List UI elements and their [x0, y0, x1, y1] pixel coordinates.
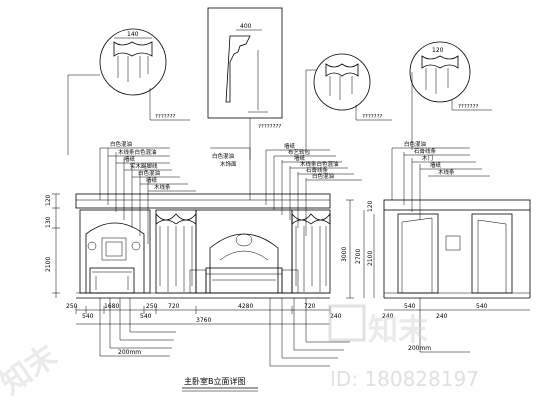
detail-note: ???????	[458, 104, 479, 110]
right-callouts: 白色混油 石膏线条 木门 墙纸 木线条	[391, 140, 490, 220]
svg-text:木线条白色混油: 木线条白色混油	[300, 160, 339, 168]
svg-text:石膏线条: 石膏线条	[414, 147, 437, 155]
svg-text:200mm: 200mm	[408, 345, 431, 352]
svg-text:白色混油: 白色混油	[312, 172, 335, 180]
svg-text:木线条白色混油: 木线条白色混油	[118, 148, 157, 156]
right-elevation	[383, 199, 531, 299]
svg-text:白色混油: 白色混油	[110, 140, 133, 148]
svg-text:主卧室B立面详图: 主卧室B立面详图	[184, 376, 246, 386]
drawing-title: 主卧室B立面详图	[182, 376, 258, 392]
svg-text:实木踢脚线: 实木踢脚线	[130, 162, 158, 170]
svg-text:墙纸: 墙纸	[124, 155, 136, 163]
svg-text:250: 250	[146, 303, 158, 310]
svg-text:120: 120	[367, 200, 374, 212]
svg-text:720: 720	[168, 303, 180, 310]
svg-text:墙纸: 墙纸	[284, 142, 296, 150]
svg-text:540: 540	[476, 303, 488, 310]
svg-text:1680: 1680	[104, 303, 119, 310]
detail-dim-text: 140	[127, 31, 139, 38]
svg-text:120: 120	[45, 194, 52, 206]
svg-text:知末: 知末	[0, 338, 64, 401]
svg-text:墙纸: 墙纸	[430, 161, 442, 169]
svg-text:布艺软包: 布艺软包	[288, 148, 311, 156]
svg-text:木饰面: 木饰面	[220, 160, 237, 168]
svg-text:250: 250	[66, 303, 78, 310]
svg-text:3000: 3000	[341, 247, 348, 262]
detail-crown-molding: 400 ????????	[207, 7, 283, 160]
detail-bubble-curtain-center: ???????	[305, 53, 392, 150]
svg-text:白色混油: 白色混油	[404, 140, 427, 148]
svg-text:720: 720	[304, 303, 316, 310]
svg-text:3760: 3760	[196, 317, 211, 324]
svg-text:2700: 2700	[355, 249, 362, 264]
watermark-logo-text: 知末	[368, 313, 428, 348]
detail-dim-text: 400	[240, 23, 252, 30]
horizontal-dimensions: 250 540 1680 540 250 720 4280 720 240 24…	[66, 303, 530, 325]
svg-text:200mm: 200mm	[118, 349, 141, 356]
detail-note: ????????	[258, 124, 281, 130]
vertical-dimensions: 120 130 2100 3000 2700 2100 120	[45, 193, 375, 299]
detail-bubble-curtain-right: 120 ???????	[409, 41, 492, 150]
svg-text:240: 240	[330, 313, 342, 320]
main-elevation	[75, 193, 331, 299]
svg-text:石膏线条: 石膏线条	[306, 166, 329, 174]
svg-text:白色混油: 白色混油	[212, 152, 235, 160]
center-callouts: 白色混油 木饰面 墙纸 布艺软包 墙纸 木线条白色混油 石膏线条 白色混油	[210, 142, 362, 236]
detail-bubble-curtain-left: 140 ???????	[67, 28, 190, 155]
left-callouts: 白色混油 木线条白色混油 墙纸 实木踢脚线 白色混油 墙纸 木线条	[99, 140, 196, 244]
svg-text:4280: 4280	[238, 303, 253, 310]
svg-text:540: 540	[404, 303, 416, 310]
detail-dim-text: 120	[432, 47, 444, 54]
watermark-id: ID: 180828197	[330, 367, 479, 391]
svg-text:240: 240	[382, 313, 394, 320]
svg-text:540: 540	[82, 313, 94, 320]
svg-text:木线条: 木线条	[438, 168, 455, 176]
svg-text:2100: 2100	[367, 251, 374, 266]
bottom-callouts: 200mm 200mm	[99, 298, 470, 367]
svg-text:木线条: 木线条	[154, 183, 171, 191]
detail-note: ???????	[155, 114, 176, 120]
svg-text:木门: 木门	[422, 154, 433, 162]
detail-note: ???????	[362, 114, 383, 120]
svg-text:130: 130	[45, 216, 52, 228]
svg-text:240: 240	[436, 313, 448, 320]
svg-text:540: 540	[140, 313, 152, 320]
svg-text:墙纸: 墙纸	[146, 176, 158, 184]
svg-text:2100: 2100	[45, 257, 52, 272]
svg-text:墙纸: 墙纸	[294, 154, 306, 162]
svg-text:白色混油: 白色混油	[138, 169, 161, 177]
